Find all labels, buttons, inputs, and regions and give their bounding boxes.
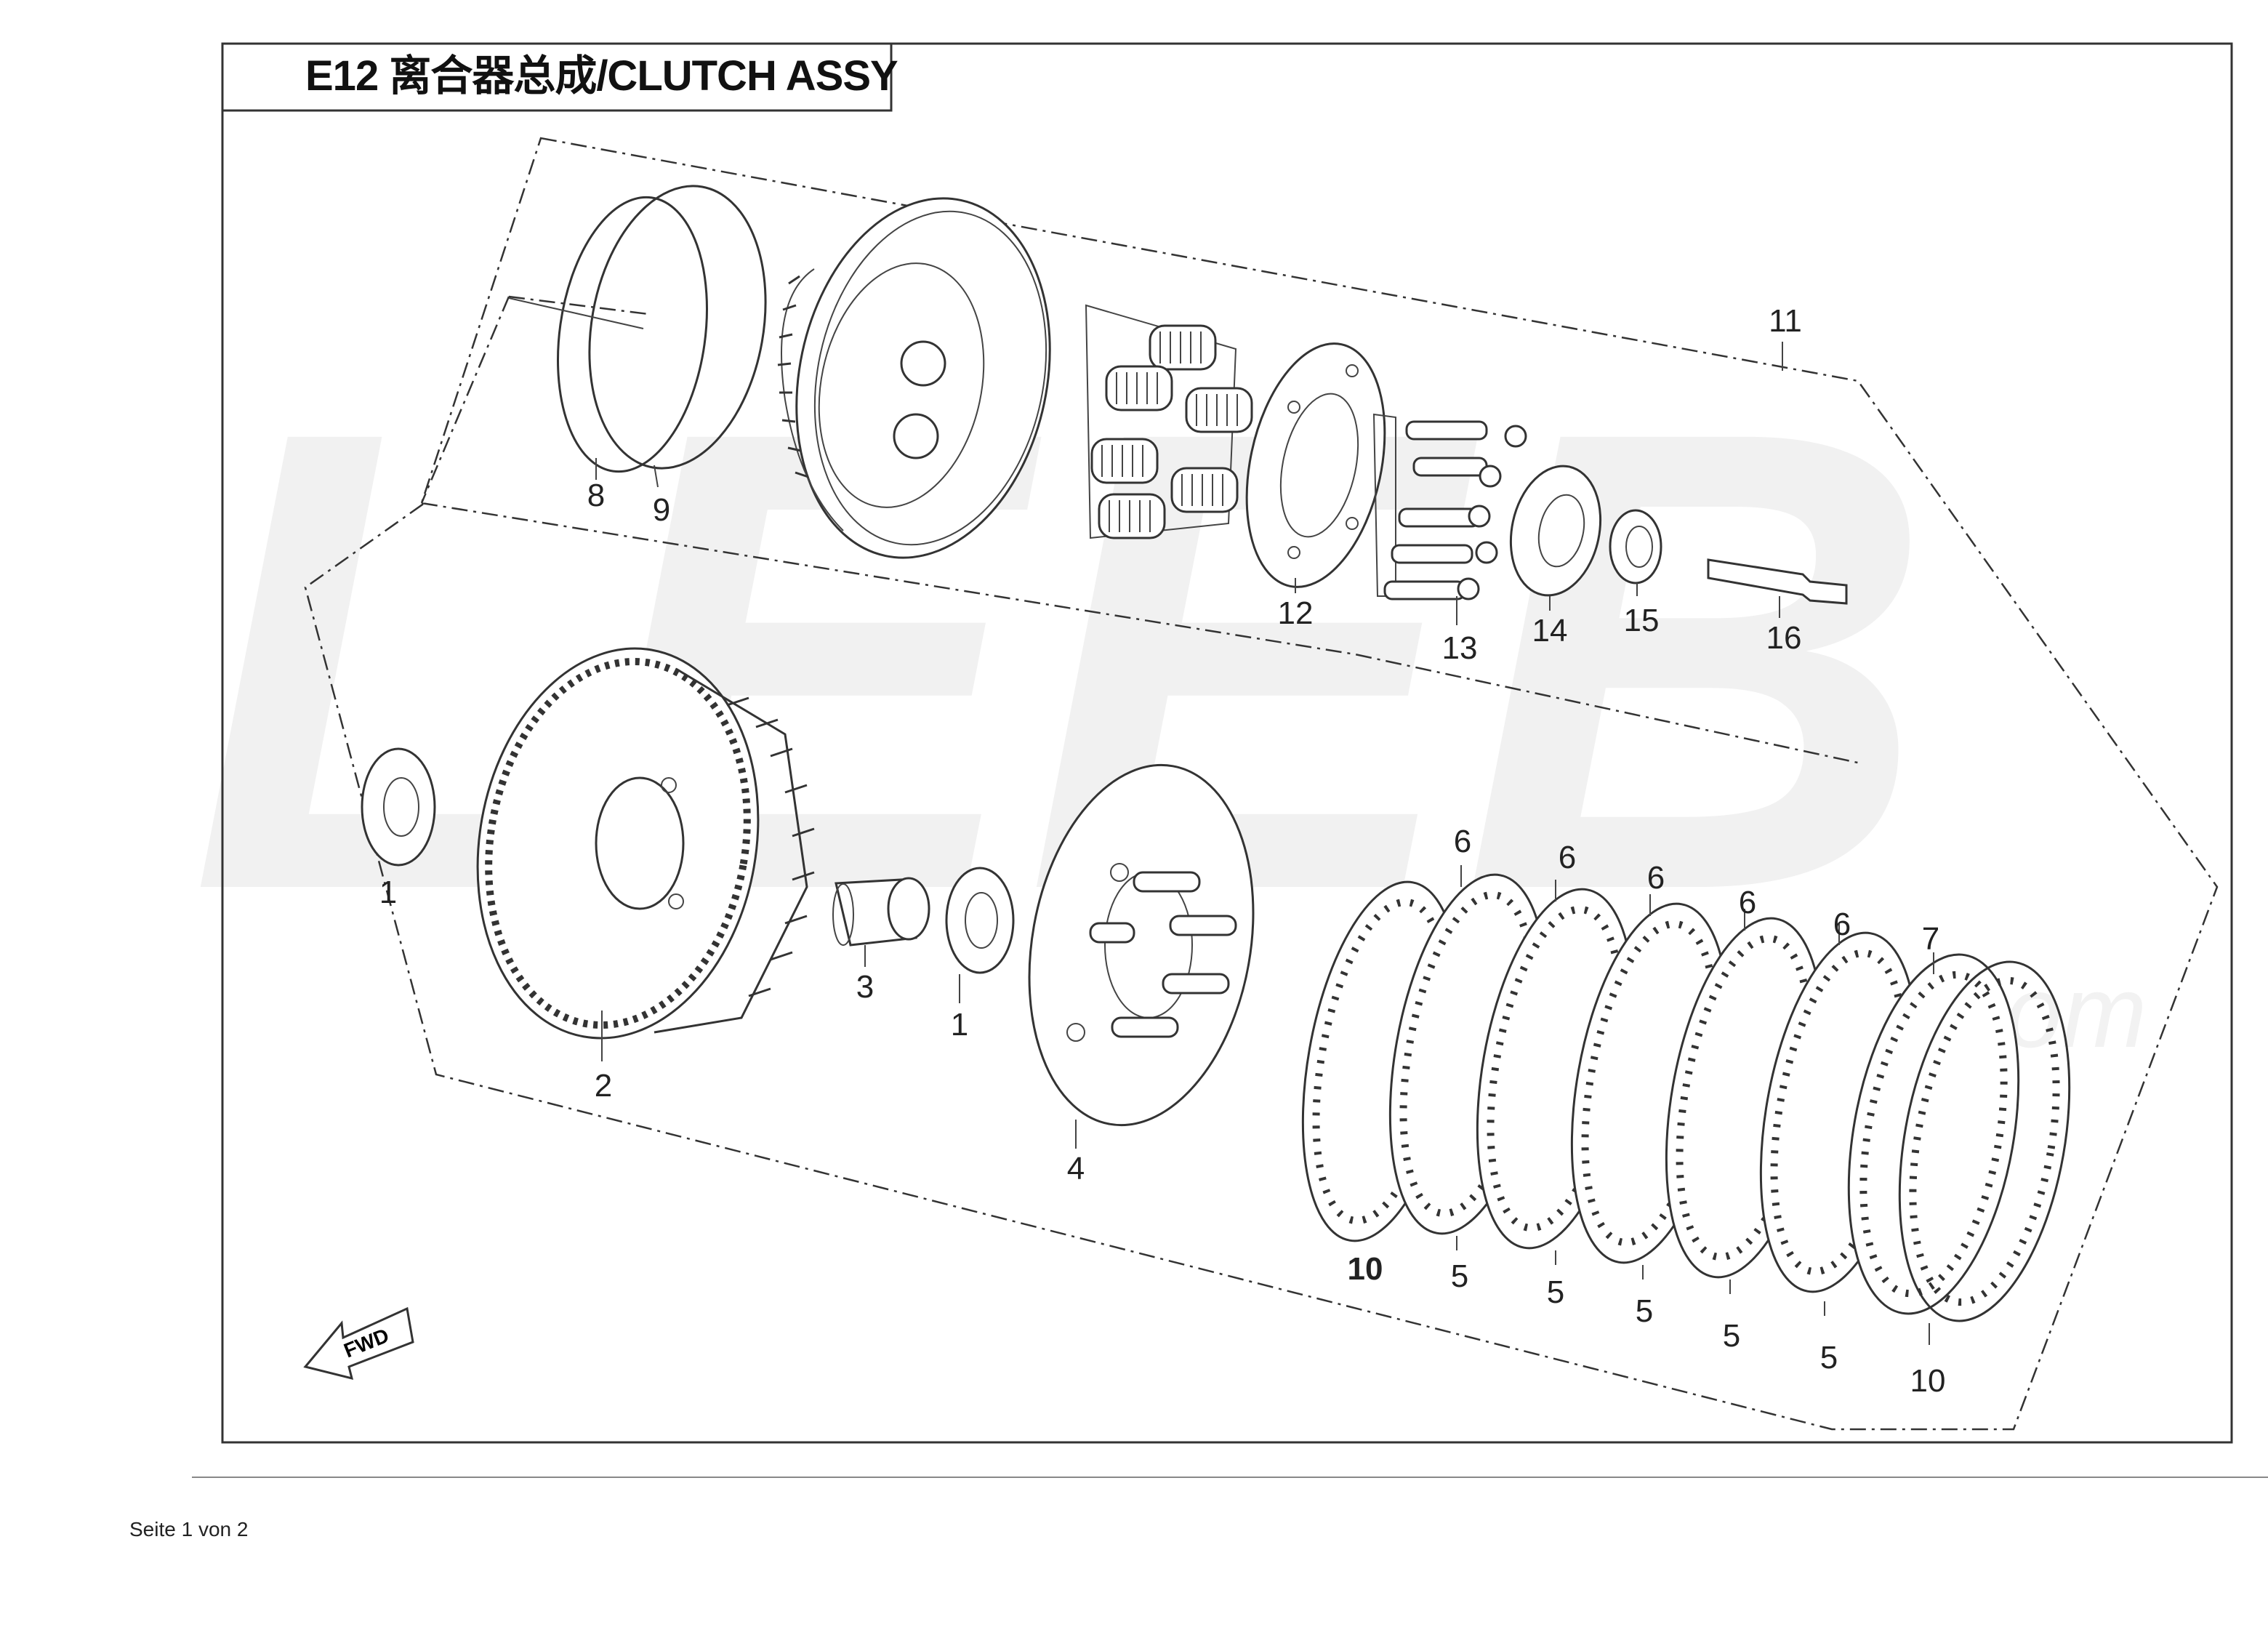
page-footer: Seite 1 von 2 — [129, 1518, 249, 1540]
pressure-plate-4 — [1028, 763, 1255, 1127]
callout-10-a: 10 — [1348, 1251, 1383, 1287]
bearing-15 — [1609, 509, 1662, 585]
callout-5-d: 5 — [1723, 1318, 1740, 1354]
bolts-13 — [1372, 413, 1527, 600]
callout-4: 4 — [1067, 1151, 1085, 1186]
callout-numbers: 8 9 11 12 13 14 15 16 1 2 3 1 4 6 6 6 6 … — [379, 303, 1946, 1399]
callout-10-b: 10 — [1910, 1363, 1946, 1399]
callout-13: 13 — [1442, 630, 1478, 666]
callout-5-e: 5 — [1820, 1340, 1838, 1375]
callout-5-b: 5 — [1547, 1274, 1564, 1310]
plate-7-and-10-last — [1847, 953, 2071, 1322]
callout-6-c: 6 — [1647, 860, 1665, 896]
callout-2: 2 — [595, 1068, 612, 1104]
callout-14: 14 — [1532, 613, 1568, 648]
title-box: E12 离合器总成/CLUTCH ASSY — [222, 44, 898, 112]
ring-8 — [557, 196, 708, 473]
callout-15: 15 — [1624, 603, 1660, 638]
callout-7: 7 — [1922, 921, 1939, 957]
clutch-basket-outline — [420, 295, 1862, 765]
lifter-plate-14 — [1509, 465, 1602, 597]
diagram-frame — [221, 42, 2233, 1444]
callout-11: 11 — [1769, 303, 1802, 339]
callout-3: 3 — [856, 969, 874, 1005]
push-rod-16 — [1707, 558, 1848, 605]
clutch-outer-2 — [476, 647, 815, 1040]
page-title: E12 离合器总成/CLUTCH ASSY — [305, 52, 898, 100]
callout-6-a: 6 — [1454, 824, 1471, 859]
pressure-plate-12 — [1245, 342, 1386, 588]
callout-9: 9 — [653, 492, 670, 528]
thrust-washer-1-left — [361, 747, 436, 867]
leader-lines — [601, 342, 1934, 1345]
callout-6-e: 6 — [1833, 907, 1851, 942]
fwd-direction-arrow: FWD — [303, 1306, 414, 1381]
clutch-plates — [1301, 873, 2071, 1322]
clutch-center-hub — [777, 197, 1051, 559]
clutch-assembly-outline — [304, 137, 2219, 1431]
callout-1-right: 1 — [951, 1007, 968, 1043]
callout-8: 8 — [587, 478, 605, 513]
callout-6-b: 6 — [1559, 840, 1576, 875]
spring-set — [1085, 304, 1253, 539]
callout-1-left: 1 — [379, 875, 397, 910]
ring-9 — [588, 185, 767, 470]
callout-5-c: 5 — [1636, 1293, 1653, 1329]
callout-6-d: 6 — [1739, 885, 1756, 920]
callout-12: 12 — [1278, 595, 1314, 631]
callout-5-a: 5 — [1451, 1258, 1468, 1294]
sleeve-3 — [832, 877, 930, 947]
ring-parts-8-9 — [508, 185, 767, 488]
thrust-washer-1-right — [945, 867, 1015, 974]
callout-16: 16 — [1766, 620, 1802, 656]
